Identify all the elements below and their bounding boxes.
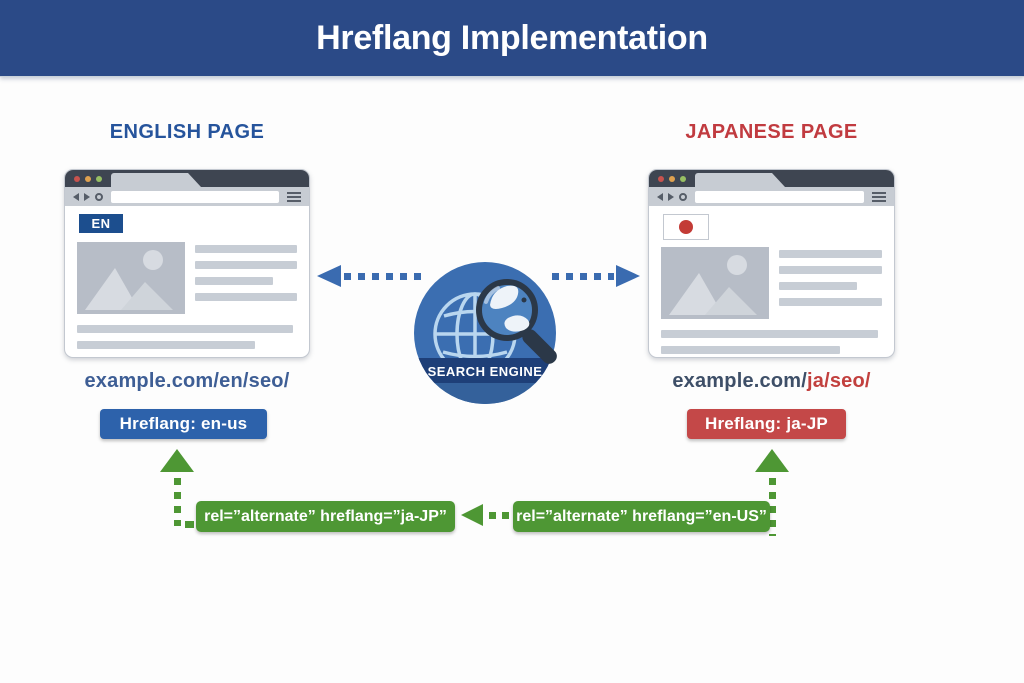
japanese-hreflang-badge: Hreflang: ja-JP [687,409,846,439]
forward-icon [84,192,90,201]
mountain-icon [669,255,757,315]
traffic-light-green-icon [680,175,686,182]
japanese-browser-window [648,169,895,358]
title-banner: Hreflang Implementation [0,0,1024,77]
english-hreflang-badge: Hreflang: en-us [100,409,267,439]
traffic-light-red-icon [74,175,80,182]
dashed-arrow-right-icon [616,265,640,287]
japanese-alternate-tag: rel=”alternate” hreflang=”en-US” [513,501,770,532]
text-line-placeholder [661,346,840,354]
browser-toolbar [649,187,894,206]
browser-content: EN [65,206,309,358]
browser-titlebar [65,170,309,187]
image-placeholder-icon [77,242,185,314]
text-line-placeholder [779,266,882,274]
reload-icon [679,192,687,201]
search-engine-label: SEARCH ENGINE [428,364,543,379]
dashed-line [552,273,614,280]
text-line-placeholder [195,277,273,285]
forward-icon [668,192,674,201]
page-title: Hreflang Implementation [316,18,708,57]
dashed-connector [174,478,181,526]
dashed-line [344,273,428,280]
mountain-icon [85,250,173,310]
traffic-light-green-icon [96,175,102,182]
dashed-line [489,512,515,519]
japanese-url: example.com/ja/seo/ [672,370,871,392]
english-alternate-tag: rel=”alternate” hreflang=”ja-JP” [196,501,455,532]
dashed-connector [769,478,776,536]
text-line-placeholder [195,293,297,301]
text-line-placeholder [779,250,882,258]
dashed-arrow-left-icon [461,504,483,526]
menu-icon [872,191,886,202]
text-line-placeholder [77,341,256,349]
address-bar [111,190,279,203]
text-line-placeholder [77,357,262,358]
up-arrow-icon [755,449,789,472]
back-icon [73,192,79,201]
japan-flag-icon [663,214,709,240]
back-icon [657,192,663,201]
reload-icon [95,192,103,201]
browser-titlebar [649,170,894,187]
dashed-connector [185,521,194,528]
english-browser-window: EN [64,169,310,358]
browser-content [649,206,894,357]
browser-toolbar [65,187,309,206]
text-line-placeholder [195,261,297,269]
english-page-label: ENGLISH PAGE [109,121,265,143]
search-engine-icon: SEARCH ENGINE [412,260,558,406]
traffic-light-yellow-icon [85,175,91,182]
english-url: example.com/en/seo/ [84,370,290,392]
address-bar [695,190,864,203]
text-line-placeholder [661,330,878,338]
traffic-light-yellow-icon [669,175,675,182]
text-line-placeholder [779,282,858,290]
japanese-page-label: JAPANESE PAGE [685,121,858,143]
image-placeholder-icon [661,247,769,319]
traffic-light-red-icon [658,175,664,182]
up-arrow-icon [160,449,194,472]
dashed-arrow-left-icon [317,265,341,287]
menu-icon [287,191,301,202]
text-line-placeholder [77,325,293,333]
text-line-placeholder [779,298,882,306]
en-language-badge: EN [79,214,123,233]
browser-tab [695,173,785,187]
text-line-placeholder [195,245,297,253]
browser-tab [111,173,201,187]
